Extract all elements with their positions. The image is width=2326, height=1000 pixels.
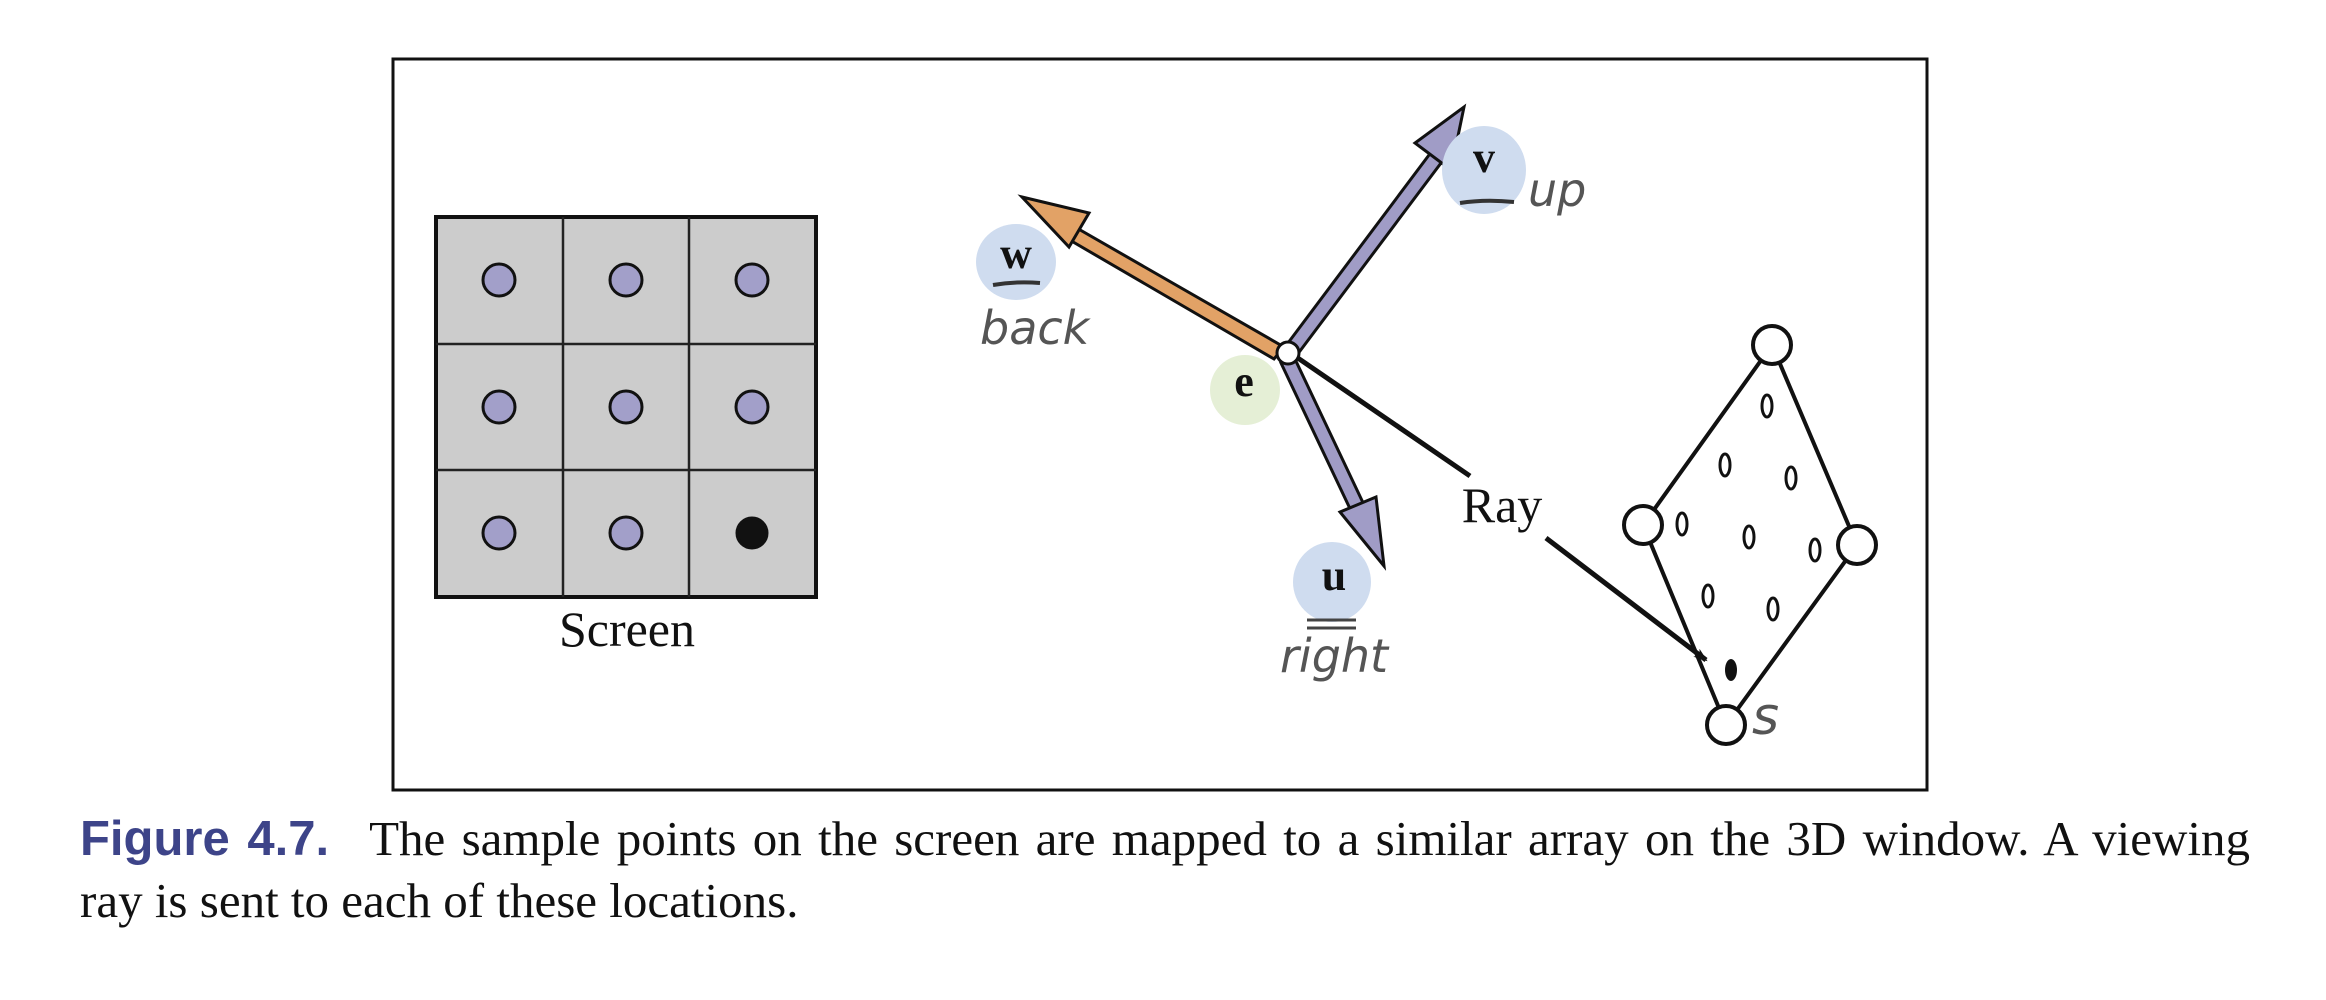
window-sample-point <box>1742 524 1756 550</box>
eye-label: e <box>1234 357 1254 406</box>
ray-label: Ray <box>1462 477 1543 533</box>
sample-point <box>481 262 517 298</box>
viewing-ray <box>1290 351 1708 662</box>
v-underline <box>1459 198 1515 205</box>
window-sample-points <box>1675 393 1822 681</box>
eye-bubble <box>1210 355 1280 425</box>
eye-point <box>1275 340 1301 366</box>
sample-point <box>608 262 644 298</box>
w-underline <box>992 280 1041 287</box>
v-arrow <box>1279 103 1467 362</box>
sample-point <box>481 389 517 425</box>
w-symbol: w <box>1000 229 1032 278</box>
w-note: back <box>980 301 1092 355</box>
u-bubble <box>1293 542 1371 622</box>
screen-label: Screen <box>559 601 695 657</box>
v-bubble <box>1442 126 1526 214</box>
highlighted-sample-point <box>735 516 769 550</box>
window-sample-point <box>1808 537 1822 563</box>
window-corner <box>1622 504 1664 546</box>
window-sample-point <box>1760 393 1774 419</box>
window-corner <box>1836 524 1878 566</box>
sample-point <box>608 515 644 551</box>
sample-point <box>734 262 770 298</box>
window-corner <box>1705 704 1747 746</box>
u-underline <box>1307 618 1356 630</box>
v-symbol: v <box>1473 133 1495 182</box>
window-sample-point <box>1701 583 1715 609</box>
figure-caption: Figure 4.7.The sample points on the scre… <box>80 808 2250 931</box>
highlighted-window-sample <box>1725 659 1737 681</box>
image-window <box>1622 324 1878 746</box>
sample-point <box>734 389 770 425</box>
sample-point <box>481 515 517 551</box>
caption-text: The sample points on the screen are mapp… <box>80 811 2250 928</box>
u-symbol: u <box>1322 551 1346 600</box>
window-corner <box>1751 324 1793 366</box>
window-sample-point <box>1784 465 1798 491</box>
u-note: right <box>1280 629 1390 683</box>
v-note: up <box>1528 163 1586 217</box>
sample-note: s <box>1752 687 1779 747</box>
caption-label: Figure 4.7. <box>80 812 330 866</box>
window-sample-point <box>1718 452 1732 478</box>
screen-sample-points <box>481 262 770 551</box>
sample-point <box>608 389 644 425</box>
screen-grid <box>434 215 818 599</box>
window-sample-point <box>1766 596 1780 622</box>
figure-frame <box>391 57 1929 792</box>
window-sample-point <box>1675 511 1689 537</box>
u-arrow <box>1278 355 1387 571</box>
